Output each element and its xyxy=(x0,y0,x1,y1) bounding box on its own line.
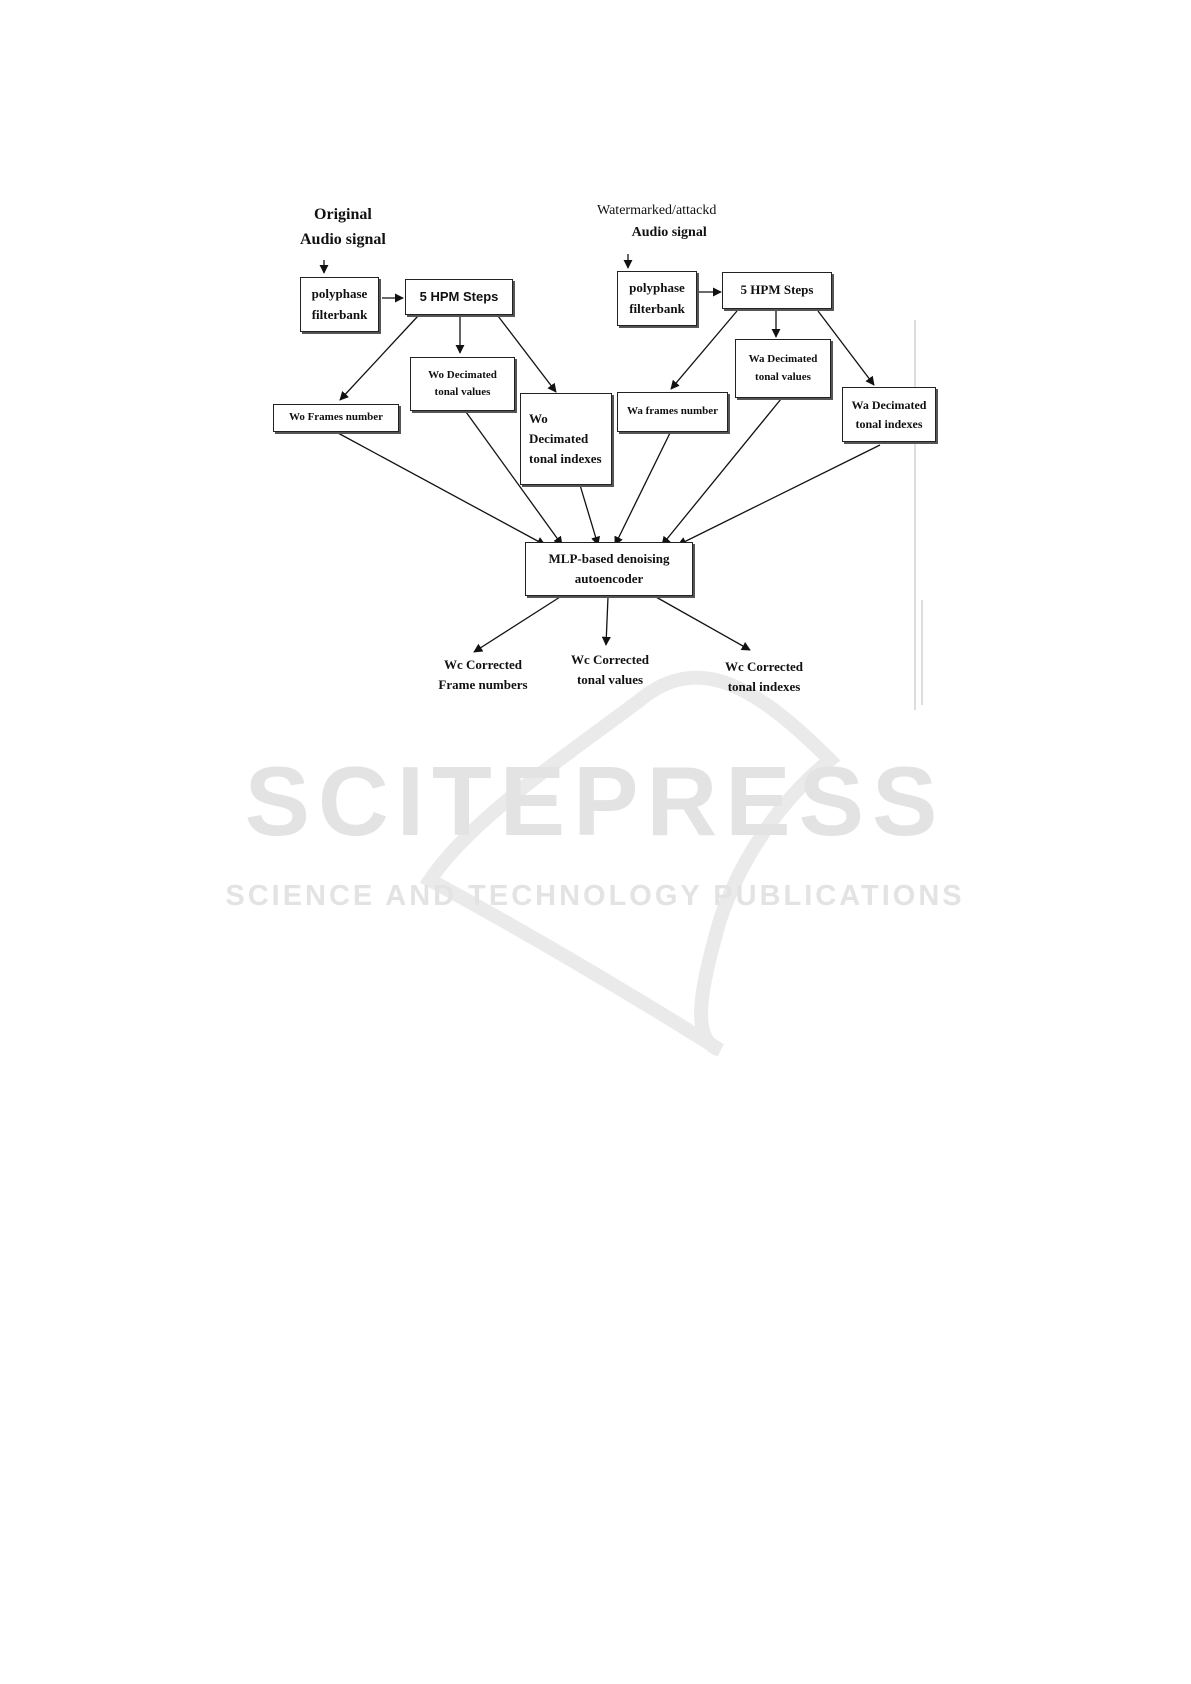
corrected-tonal-values-label: Wc Corrected tonal values xyxy=(570,652,650,688)
wo-decimated-values-box: Wo Decimated tonal values xyxy=(410,357,515,411)
arrow-wa-frames-to-autoencoder xyxy=(614,432,671,546)
corrected-frame-numbers-label: Wc Corrected Frame numbers xyxy=(438,657,528,693)
wo-frames-number-box: Wo Frames number xyxy=(273,404,399,432)
corrected-tonal-indexes-label: Wc Corrected tonal indexes xyxy=(724,659,804,695)
left-polyphase-filterbank-box: polyphase filterbank xyxy=(300,277,379,332)
arrow-hpm-to-wa-frames xyxy=(670,310,738,390)
right-polyphase-filterbank-box: polyphase filterbank xyxy=(617,271,697,326)
right-hpm-steps-box: 5 HPM Steps xyxy=(722,272,832,309)
wa-decimated-values-box: Wa Decimated tonal values xyxy=(735,339,831,398)
watermark-tagline: SCIENCE AND TECHNOLOGY PUBLICATIONS xyxy=(225,880,964,912)
arrow-wa-values-to-autoencoder xyxy=(661,398,782,546)
arrow-wo-indexes-to-autoencoder xyxy=(579,484,601,546)
arrow-hpm-to-wo-indexes xyxy=(497,315,557,393)
wa-frames-number-box: Wa frames number xyxy=(617,392,728,432)
left-hpm-steps-box: 5 HPM Steps xyxy=(405,279,513,315)
arrow-wo-values-to-autoencoder xyxy=(465,411,563,546)
arrow-wa-indexes-to-autoencoder xyxy=(677,444,881,546)
arrow-autoencoder-to-frames xyxy=(473,596,561,653)
wo-decimated-indexes-box: Wo Decimated tonal indexes xyxy=(520,393,612,485)
watermark-swoosh-shape xyxy=(419,670,841,1057)
mlp-autoencoder-box: MLP-based denoising autoencoder xyxy=(525,542,693,596)
arrow-autoencoder-to-indexes xyxy=(655,596,751,651)
arrow-wo-frames-to-autoencoder xyxy=(337,432,546,546)
wa-decimated-indexes-box: Wa Decimated tonal indexes xyxy=(842,387,936,442)
arrow-hpm-to-wo-frames xyxy=(339,315,419,401)
arrow-autoencoder-to-values xyxy=(601,596,611,646)
original-signal-label: Original Audio signal xyxy=(300,206,386,248)
watermark-brand: SCITEPRESS xyxy=(245,746,946,856)
attacked-signal-label: Watermarked/attackd Audio signal xyxy=(597,203,717,240)
arrow-hpm-to-wa-indexes xyxy=(817,310,875,386)
